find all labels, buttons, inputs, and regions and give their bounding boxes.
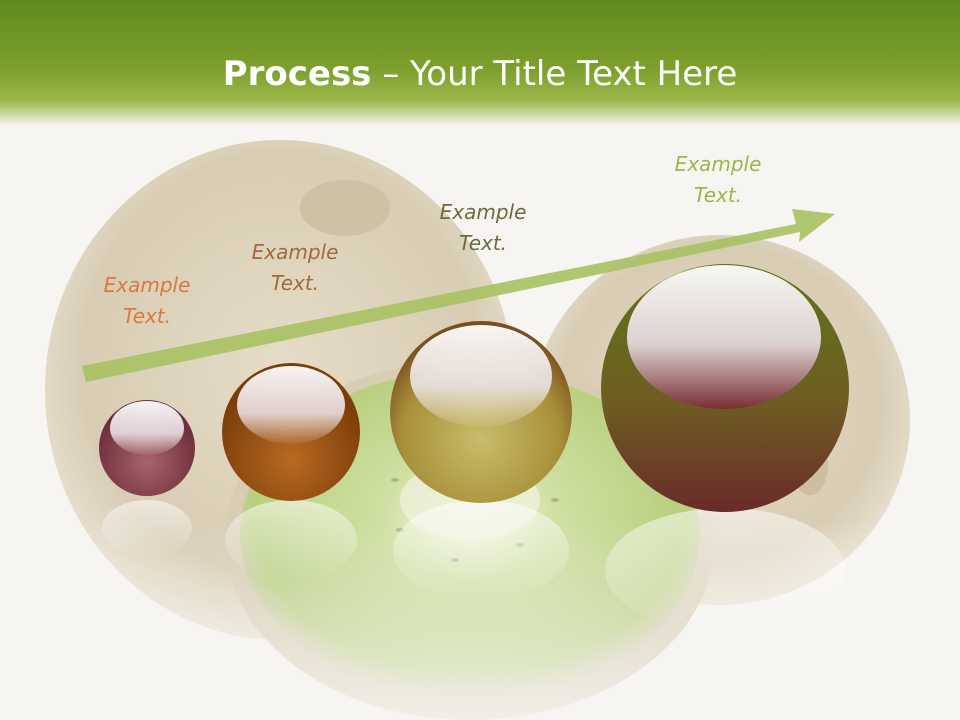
step-3-line-1: Example: [439, 200, 527, 224]
step-4-label: Example Text.: [643, 149, 793, 211]
sphere-4-reflection: [605, 508, 845, 632]
title-bar: Process – Your Title Text Here: [0, 0, 960, 126]
step-4-line-2: Text.: [693, 183, 743, 207]
title-bold: Process: [222, 54, 372, 94]
growth-arrow: [82, 209, 835, 382]
sphere-3-reflection: [393, 500, 569, 600]
sphere-1-reflection: [102, 500, 192, 556]
sphere-3: [390, 321, 572, 503]
title-rest: – Your Title Text Here: [371, 54, 738, 94]
step-1-line-1: Example: [103, 273, 191, 297]
step-3-label: Example Text.: [408, 197, 558, 259]
slide-title: Process – Your Title Text Here: [0, 52, 960, 96]
step-4-line-1: Example: [674, 152, 762, 176]
sphere-4: [601, 264, 849, 512]
step-1-label: Example Text.: [72, 270, 222, 332]
step-3-line-2: Text.: [458, 231, 508, 255]
step-1-line-2: Text.: [122, 304, 172, 328]
step-2-label: Example Text.: [220, 237, 370, 299]
sphere-1: [99, 400, 195, 496]
sphere-2: [222, 363, 360, 501]
sphere-2-reflection: [225, 500, 357, 580]
step-2-line-2: Text.: [270, 271, 320, 295]
step-2-line-1: Example: [251, 240, 339, 264]
